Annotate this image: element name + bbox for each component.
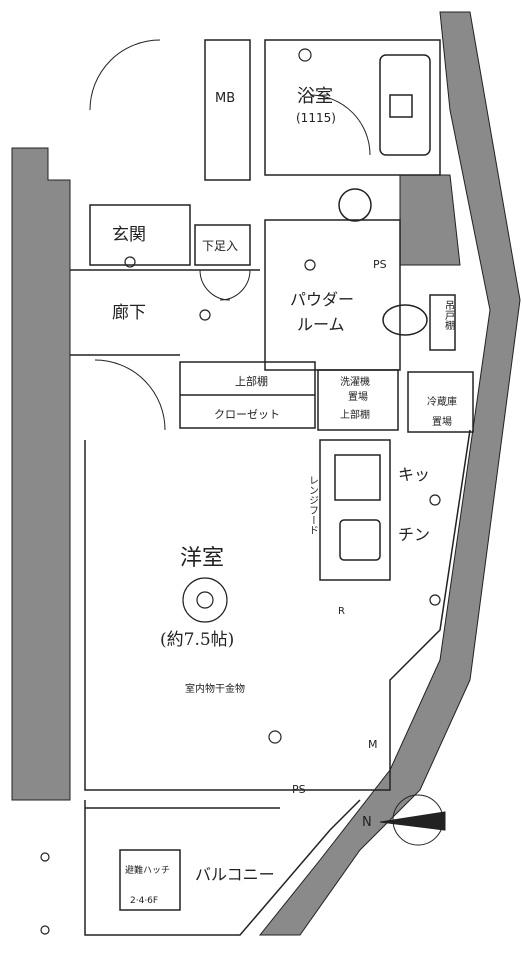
fridge-outline [407, 371, 474, 433]
label-powder-2: ルーム [297, 315, 345, 334]
door-shoe-arc-1 [199, 269, 231, 301]
label-range-hood: レンジフード [307, 475, 318, 535]
label-kitchen-2: チン [398, 525, 430, 544]
labels: MB 浴室 (1115) 玄関 下足入 PS 廊下 パウダー ルーム 吊戸棚 上… [112, 86, 457, 906]
light-kitchen-1 [429, 494, 441, 506]
label-powder: パウダー [290, 290, 354, 309]
light-powder [304, 259, 316, 271]
kitchen-counter [319, 439, 391, 581]
label-mb: MB [215, 91, 235, 106]
ceiling-light-main-inner [196, 591, 214, 609]
walls [11, 11, 521, 936]
light-balcony-2 [40, 925, 50, 935]
label-hallway: 廊下 [112, 303, 146, 323]
door-entry-arc [89, 39, 161, 111]
washer-outline [317, 369, 399, 431]
doors [89, 39, 371, 431]
label-entrance: 玄関 [112, 225, 146, 245]
label-closet: クローゼット [214, 408, 280, 421]
label-washer: 洗濯機 [340, 375, 370, 388]
entrance-outline [89, 204, 191, 266]
fixtures [40, 48, 441, 935]
label-bath: 浴室 [297, 86, 333, 107]
washbasin [338, 188, 372, 222]
label-fridge: 冷蔵庫 [427, 395, 457, 408]
bathtub [379, 54, 431, 156]
label-washer-3: 上部棚 [340, 408, 370, 421]
western-room-outline [84, 429, 471, 791]
stove [334, 454, 381, 501]
label-kitchen: キッ [398, 465, 430, 484]
light-hall [199, 309, 211, 321]
light-kitchen-2 [429, 594, 441, 606]
bath-drain [389, 94, 413, 118]
label-m-mark: M [368, 738, 378, 751]
label-storage-upper: 吊戸棚 [443, 300, 455, 331]
left-wall [11, 147, 71, 801]
label-drying: 室内物干金物 [185, 682, 245, 695]
label-western-size: (約7.5帖) [160, 630, 234, 650]
mb-box [204, 39, 251, 181]
label-bath-size: (1115) [296, 111, 336, 125]
door-room-arc [94, 359, 166, 431]
toilet [382, 304, 428, 336]
light-room [268, 730, 282, 744]
label-ps-bottom: PS [292, 783, 306, 796]
compass-arrow-icon [379, 811, 446, 831]
label-ps-top: PS [373, 258, 387, 271]
light-balcony-1 [40, 852, 50, 862]
label-hatch-floors: 2·4·6F [130, 896, 158, 906]
label-balcony: バルコニー [195, 865, 275, 884]
label-washer-2: 置場 [348, 390, 368, 403]
label-fridge-2: 置場 [432, 415, 452, 428]
door-bath-arc [309, 94, 371, 156]
inner-wall-ps [399, 174, 461, 266]
balcony-outline [84, 799, 361, 936]
label-shoe-box: 下足入 [202, 239, 238, 253]
door-shoe-arc-2 [219, 269, 251, 301]
hatch-outline [119, 849, 181, 911]
shoe-box-outline [194, 224, 251, 266]
ceiling-light-main [182, 577, 228, 623]
interior-lines [70, 39, 474, 936]
label-hatch: 避難ハッチ [125, 864, 170, 876]
bath-room-outline [264, 39, 441, 176]
toilet-tank [429, 294, 456, 351]
compass [379, 794, 446, 846]
label-r-mark: R [338, 606, 345, 617]
label-compass: N [362, 815, 372, 830]
label-western: 洋室 [180, 546, 224, 571]
right-wall [258, 11, 521, 936]
label-upper-shelf: 上部棚 [235, 374, 268, 388]
light-bath [298, 48, 312, 62]
sink [339, 519, 381, 561]
light-entrance [124, 256, 136, 268]
